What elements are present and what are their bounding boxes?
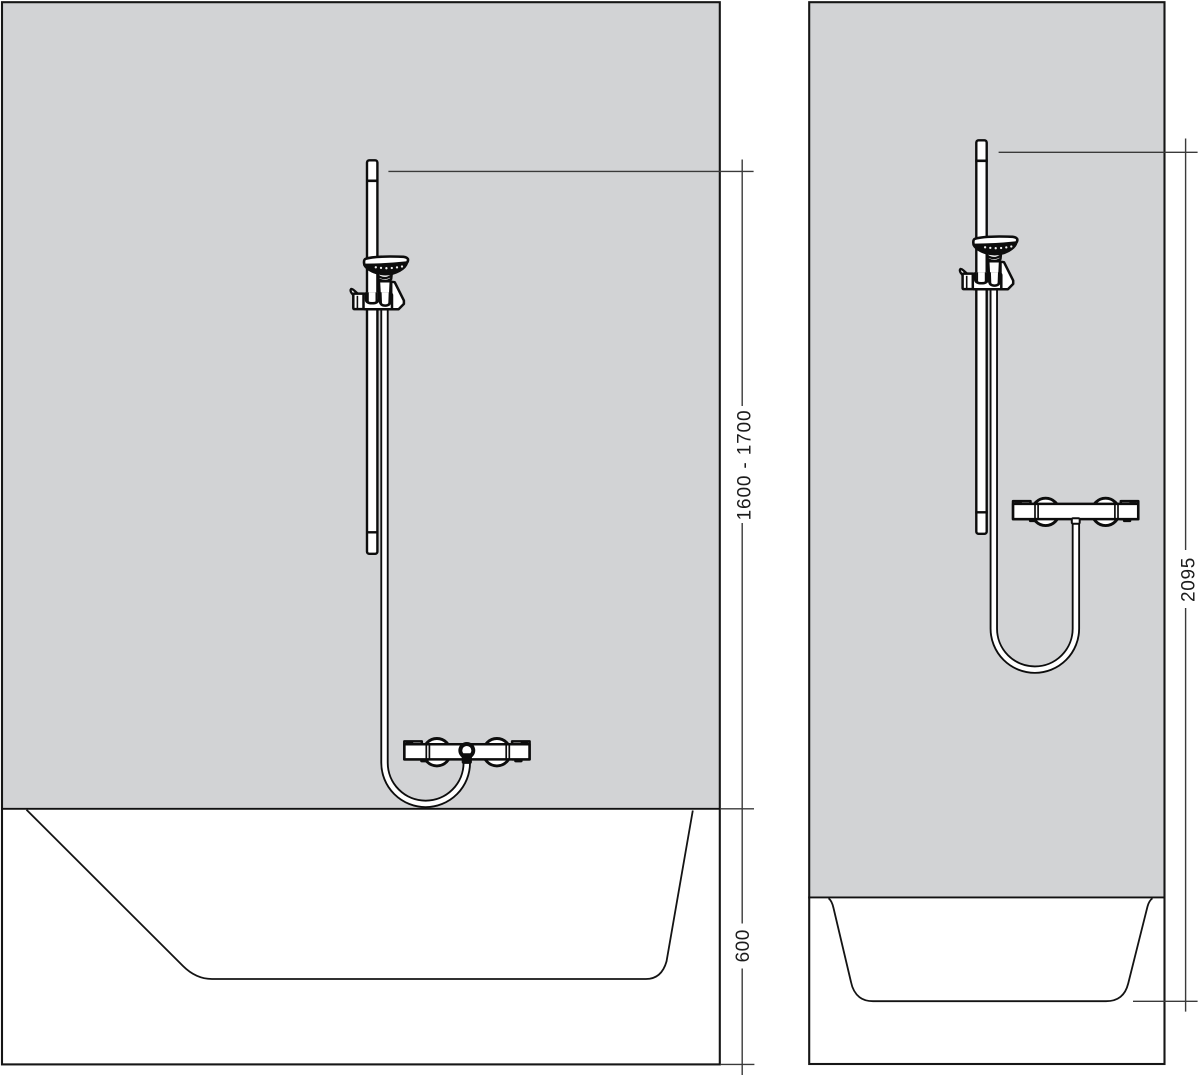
svg-text:2095: 2095	[1179, 557, 1200, 602]
svg-text:600: 600	[733, 929, 754, 962]
svg-text:1600 - 1700: 1600 - 1700	[735, 410, 756, 521]
